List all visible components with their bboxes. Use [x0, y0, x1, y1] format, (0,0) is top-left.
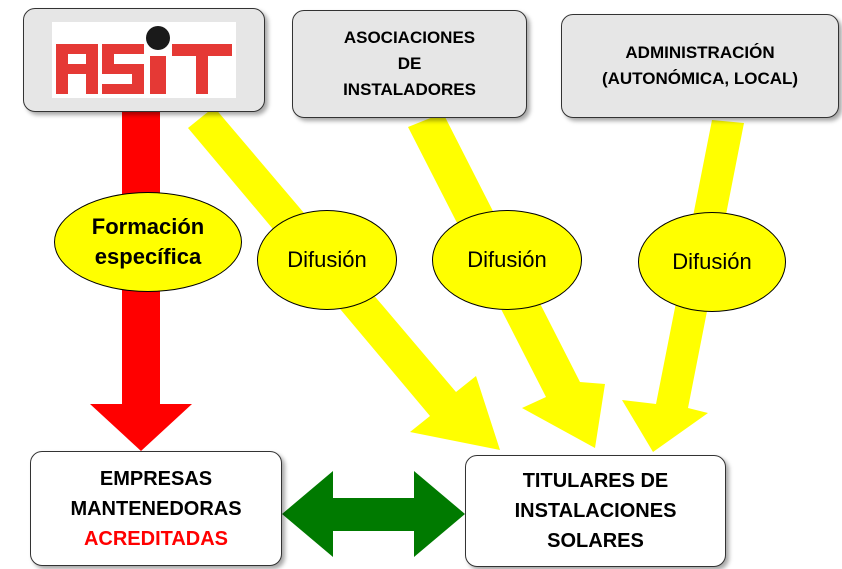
titulares-box: TITULARES DE INSTALACIONES SOLARES: [465, 455, 726, 567]
administracion-line-1: ADMINISTRACIÓN: [625, 43, 775, 62]
titulares-line-2: INSTALACIONES: [514, 500, 677, 522]
difusion-ellipse-1: Difusión: [257, 210, 397, 310]
formacion-line-2: específica: [94, 244, 202, 269]
empresas-line-1: EMPRESAS: [99, 467, 213, 490]
empresas-line-2: MANTENEDORAS: [70, 497, 242, 520]
asociaciones-line-3: INSTALADORES: [343, 80, 476, 99]
administracion-line-2: (AUTONÓMICA, LOCAL): [601, 69, 799, 88]
difusion-label-1: Difusión: [287, 247, 367, 272]
asociaciones-line-2: DE: [397, 54, 422, 73]
difusion-label-2: Difusión: [467, 247, 547, 272]
formacion-ellipse: Formación específica: [54, 192, 242, 292]
asit-logo-icon: [52, 22, 236, 98]
difusion-ellipse-2: Difusión: [432, 210, 582, 310]
formacion-line-1: Formación: [91, 214, 205, 239]
empresas-box: EMPRESAS MANTENEDORAS ACREDITADAS: [30, 451, 282, 566]
administracion-box: ADMINISTRACIÓN (AUTONÓMICA, LOCAL): [561, 14, 839, 118]
asociaciones-box: ASOCIACIONES DE INSTALADORES: [292, 10, 527, 118]
difusion-ellipse-3: Difusión: [638, 212, 786, 312]
empresas-line-3: ACREDITADAS: [83, 527, 229, 550]
arrow-empresas-titulares: [282, 471, 465, 557]
asociaciones-line-1: ASOCIACIONES: [343, 28, 476, 47]
asit-logo-box: [23, 8, 265, 112]
titulares-line-3: SOLARES: [547, 530, 644, 552]
difusion-label-3: Difusión: [672, 249, 752, 274]
titulares-line-1: TITULARES DE: [522, 470, 669, 492]
